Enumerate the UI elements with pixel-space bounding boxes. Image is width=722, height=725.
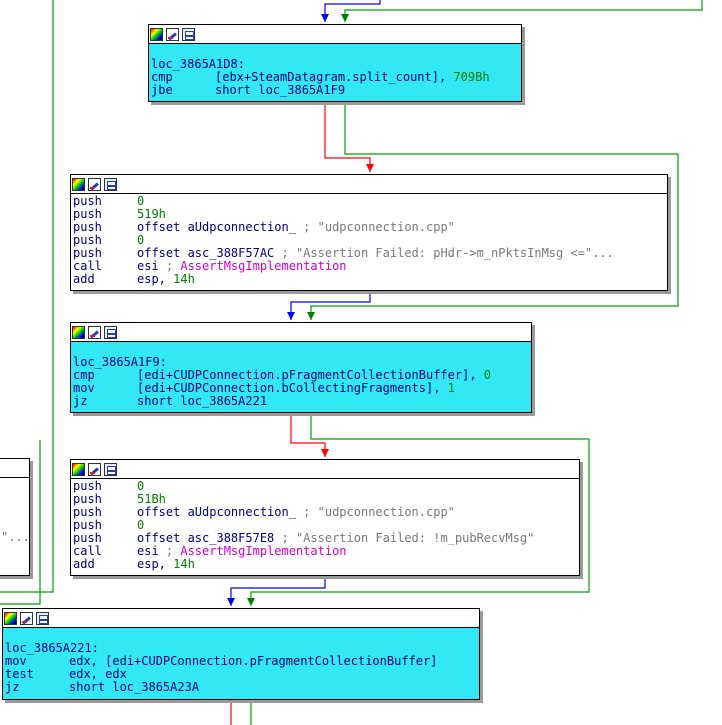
asm-label[interactable]: loc_3865A1D8: (151, 57, 245, 71)
graph-icon[interactable] (182, 27, 195, 41)
colors-icon[interactable] (4, 611, 17, 625)
arrow-head (321, 14, 329, 22)
rename-icon[interactable] (88, 325, 101, 339)
block-titlebar (71, 323, 531, 342)
colors-icon[interactable] (72, 462, 85, 476)
asm-label[interactable]: loc_3865A1F9: (73, 355, 167, 369)
asm-line[interactable]: mov[edi+CUDPConnection.bCollectingFragme… (73, 381, 455, 395)
block-code: loc_3865A1F9: cmp[edi+CUDPConnection.pFr… (71, 342, 531, 408)
edge-b1-b2-red (324, 101, 371, 172)
partial-block-left[interactable]: "... (0, 458, 30, 576)
block-loc-3865a1d8[interactable]: loc_3865A1D8: cmp[ebx+SteamDatagram.spli… (148, 24, 522, 102)
asm-line[interactable]: cmp[edi+CUDPConnection.pFragmentCollecti… (73, 368, 492, 382)
colors-icon[interactable] (72, 177, 85, 191)
arrow-head (287, 312, 295, 320)
graph-icon[interactable] (104, 177, 117, 191)
comment-tail: "... (1, 530, 30, 544)
function-link[interactable]: AssertMsgImplementation (180, 544, 347, 558)
graph-icon[interactable] (36, 611, 49, 625)
asm-label[interactable]: loc_3865A221: (5, 641, 99, 655)
colors-icon[interactable] (72, 325, 85, 339)
block-titlebar (149, 25, 521, 44)
block-titlebar (71, 460, 579, 479)
edge-b2-b3-blue (290, 290, 371, 320)
edge-b3-b4-red (290, 412, 326, 457)
arrow-head (321, 449, 329, 457)
edge-in-green-top (344, 0, 703, 22)
block-loc-3865a1f9[interactable]: loc_3865A1F9: cmp[edi+CUDPConnection.pFr… (70, 322, 532, 413)
rename-icon[interactable] (88, 177, 101, 191)
block-titlebar (0, 459, 29, 478)
arrow-head (307, 312, 315, 320)
arrow-head (341, 14, 349, 22)
block-code: loc_3865A1D8: cmp[ebx+SteamDatagram.spli… (149, 44, 521, 97)
asm-line[interactable]: cmp[ebx+SteamDatagram.split_count], 709B… (151, 70, 490, 84)
rename-icon[interactable] (166, 27, 179, 41)
colors-icon[interactable] (150, 27, 163, 41)
graph-icon[interactable] (104, 462, 117, 476)
asm-line: "... (0, 531, 29, 544)
block-code: "... (0, 478, 29, 544)
edge-in-blue-top (324, 0, 381, 22)
graph-icon[interactable] (104, 325, 117, 339)
block-titlebar (71, 175, 667, 194)
edge-b4-b5-blue (230, 575, 326, 606)
function-link[interactable]: AssertMsgImplementation (180, 259, 347, 273)
rename-icon[interactable] (20, 611, 33, 625)
arrow-head (227, 598, 235, 606)
arrow-head (366, 164, 374, 172)
arrow-head (247, 598, 255, 606)
block-titlebar (3, 609, 479, 628)
rename-icon[interactable] (88, 462, 101, 476)
